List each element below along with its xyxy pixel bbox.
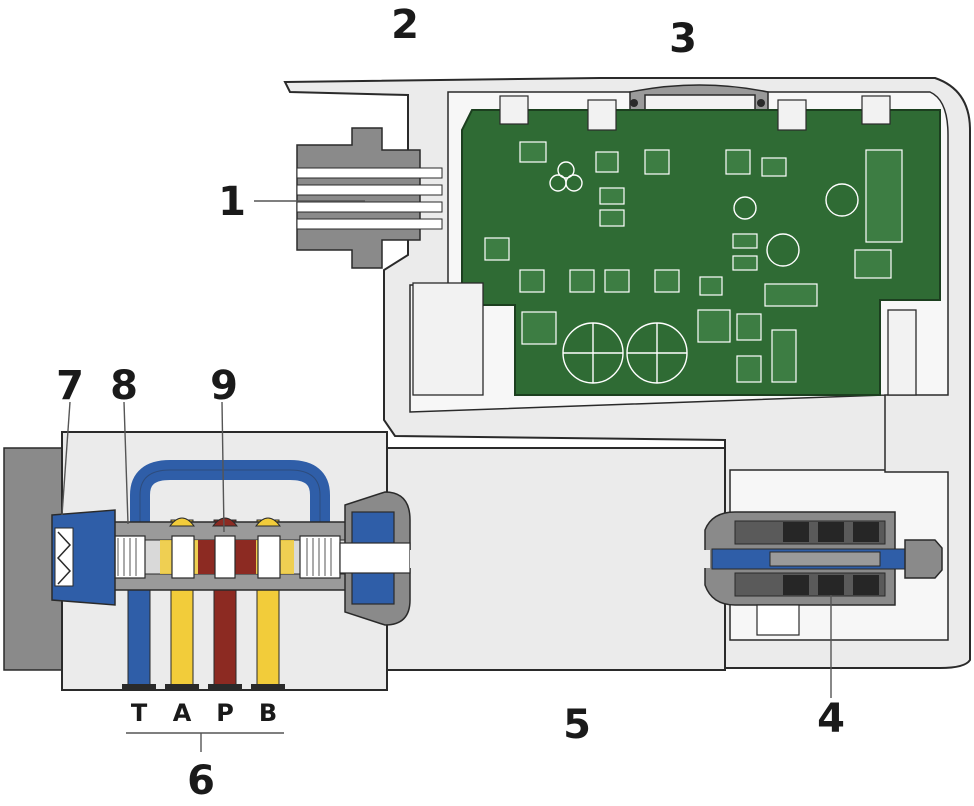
callout-4: 4: [817, 696, 845, 742]
callout-1: 1: [218, 179, 246, 225]
callout-9: 9: [210, 363, 238, 409]
callout-8: 8: [110, 363, 138, 409]
port-label-a: A: [173, 699, 192, 727]
callout-3: 3: [669, 16, 697, 62]
callout-7: 7: [56, 363, 84, 409]
circuit-board: [461, 95, 941, 396]
housing-support-right: [887, 309, 917, 396]
position-sensor: [704, 511, 943, 636]
port-label-b: B: [259, 699, 277, 727]
valve-block: [3, 431, 411, 691]
callout-5: 5: [563, 702, 591, 748]
port-label-p: P: [216, 699, 234, 727]
port-label-t: T: [131, 699, 148, 727]
leader-lines: [61, 200, 832, 752]
callout-6: 6: [187, 758, 215, 804]
electrical-connector: [296, 127, 443, 269]
actuator-rod: [410, 550, 710, 568]
callout-2: 2: [391, 2, 419, 48]
housing-support-left: [412, 282, 484, 396]
